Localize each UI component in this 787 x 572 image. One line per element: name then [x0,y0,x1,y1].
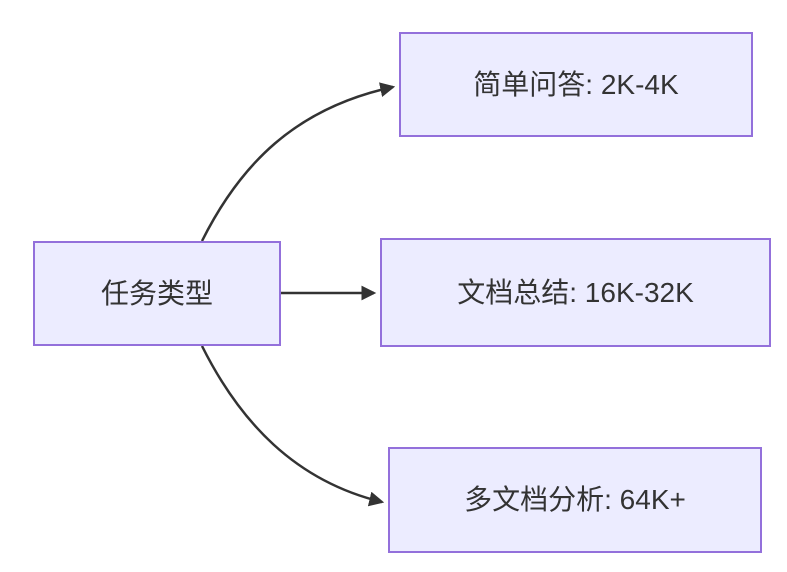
node-simple-qa-label: 简单问答: 2K-4K [473,68,679,100]
node-task-type: 任务类型 [33,241,281,346]
node-doc-summary-label: 文档总结: 16K-32K [457,276,694,308]
node-doc-summary: 文档总结: 16K-32K [380,238,771,347]
node-simple-qa: 简单问答: 2K-4K [399,32,753,137]
edge-root-to-branch-2 [200,345,385,507]
node-task-type-label: 任务类型 [100,277,213,309]
node-multi-doc-analysis: 多文档分析: 64K+ [388,447,762,553]
node-multi-doc-analysis-label: 多文档分析: 64K+ [464,484,686,515]
edge-root-to-branch-0 [200,82,396,242]
